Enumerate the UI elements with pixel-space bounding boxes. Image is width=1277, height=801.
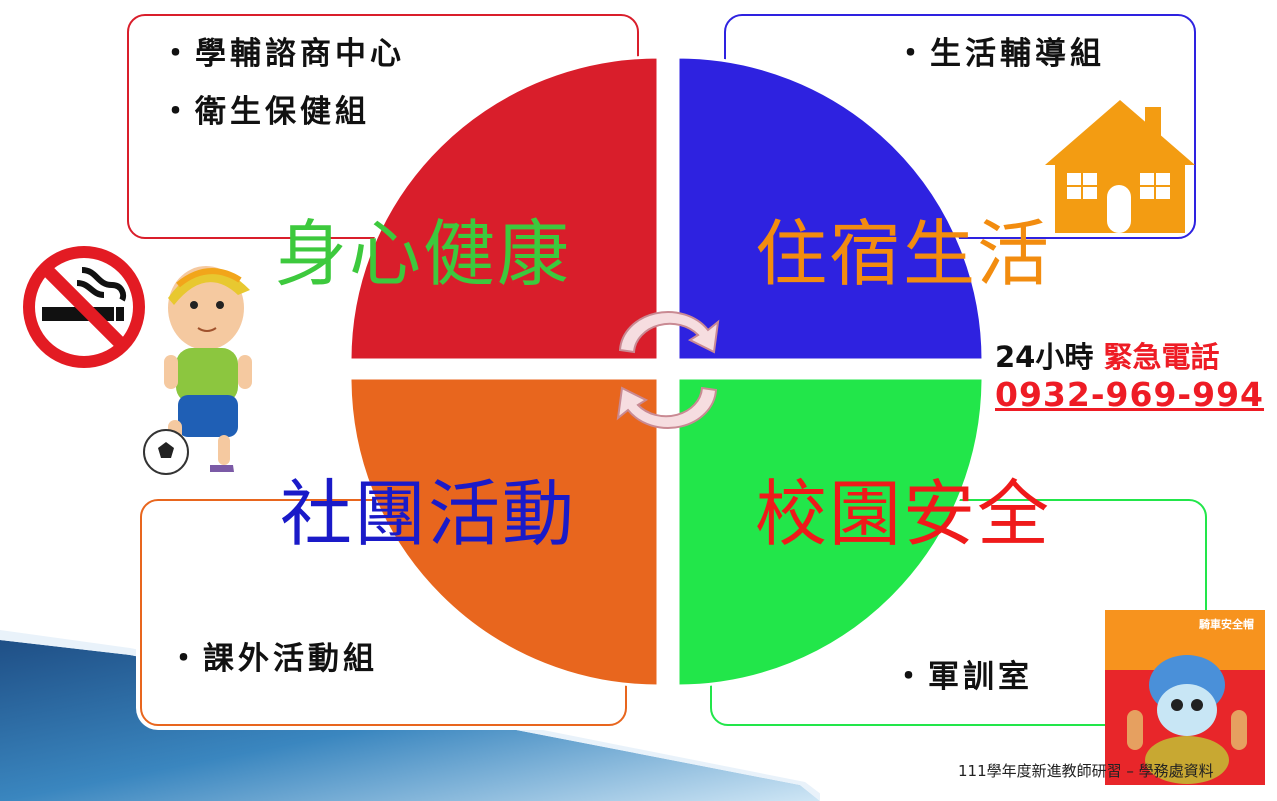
- no-smoking-icon: [23, 246, 145, 368]
- label-physical-mental-health: 身心健康: [275, 212, 572, 296]
- label-residential-life: 住宿生活: [755, 212, 1052, 296]
- hotline-number: 0932-969-994: [995, 375, 1265, 414]
- list-item: 學輔諮商中心: [160, 25, 405, 83]
- label-campus-safety: 校園安全: [755, 472, 1052, 556]
- quadrant-bottom-left: [348, 376, 660, 688]
- bottom-right-list: 軍訓室: [893, 648, 1033, 706]
- list-item: 生活輔導組: [895, 25, 1105, 83]
- label-club-activities: 社團活動: [280, 472, 577, 556]
- soccer-boy-illustration: [143, 266, 252, 475]
- quadrant-bottom-right: [676, 376, 985, 688]
- hotline-prefix: 24小時: [995, 340, 1094, 374]
- footer-caption: 111學年度新進教師研習 – 學務處資料: [958, 762, 1214, 780]
- top-left-list: 學輔諮商中心 衛生保健組: [160, 25, 405, 141]
- svg-text:騎車安全帽: 騎車安全帽: [1199, 617, 1254, 631]
- hotline-label: 緊急電話: [1103, 340, 1220, 374]
- list-item: 課外活動組: [168, 630, 378, 688]
- house-icon: [1045, 100, 1195, 233]
- quadrant-top-right: [676, 55, 985, 362]
- list-item: 軍訓室: [893, 648, 1033, 706]
- safety-helmet-poster: 騎車安全帽: [1105, 610, 1265, 785]
- bottom-left-list: 課外活動組: [168, 630, 378, 688]
- cycle-arrows-icon: [616, 311, 720, 429]
- quadrant-top-left: [348, 55, 660, 362]
- list-item: 衛生保健組: [160, 83, 405, 141]
- hotline-heading: 24小時 緊急電話: [995, 334, 1219, 376]
- top-right-list: 生活輔導組: [895, 25, 1105, 83]
